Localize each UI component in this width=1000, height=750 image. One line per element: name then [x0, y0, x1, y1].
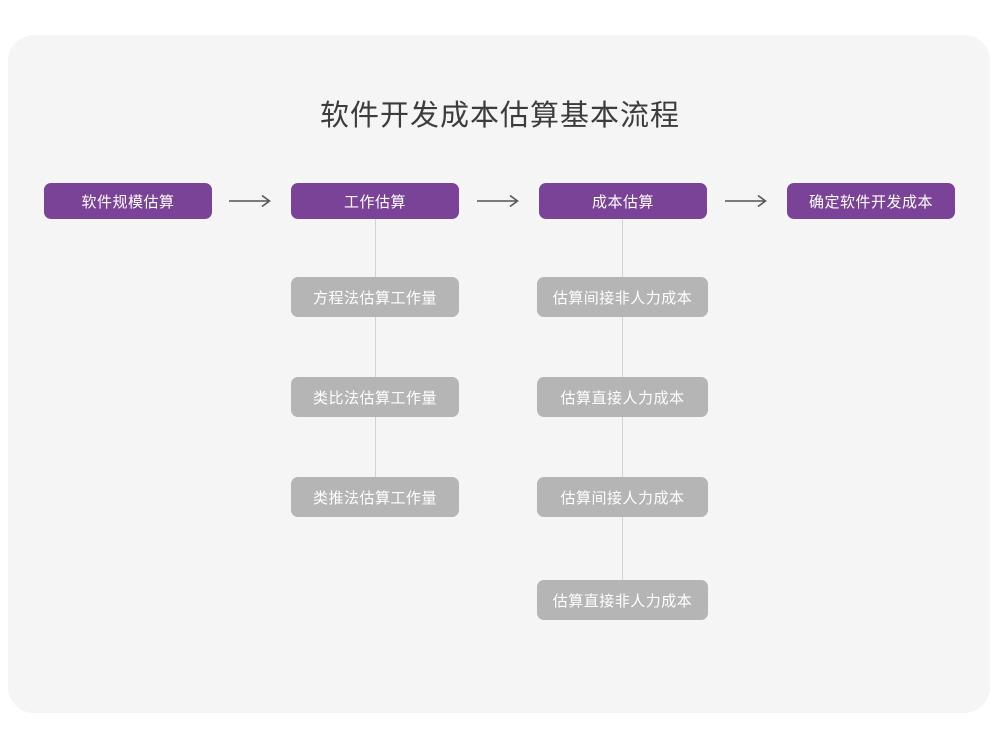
- flow-node-work-estimation[interactable]: 工作估算: [291, 183, 459, 219]
- branch-node-label: 估算间接人力成本: [560, 489, 685, 507]
- branch-node-label: 类比法估算工作量: [312, 389, 437, 407]
- arrow-right-icon: [720, 188, 775, 214]
- diagram-card: [8, 35, 990, 713]
- branch-node-analogy-method-workload[interactable]: 类比法估算工作量: [291, 377, 459, 417]
- flow-node-label: 工作估算: [343, 193, 406, 211]
- flow-node-software-scale-estimation[interactable]: 软件规模估算: [44, 183, 212, 219]
- branch-node-label: 估算间接非人力成本: [552, 289, 693, 307]
- branch-node-label: 类推法估算工作量: [312, 489, 437, 507]
- branch-node-indirect-labor-cost[interactable]: 估算间接人力成本: [537, 477, 708, 517]
- flow-node-determine-development-cost[interactable]: 确定软件开发成本: [787, 183, 955, 219]
- branch-node-label: 估算直接非人力成本: [552, 592, 693, 610]
- page-title: 软件开发成本估算基本流程: [319, 100, 680, 132]
- branch-node-indirect-nonlabor-cost[interactable]: 估算间接非人力成本: [537, 277, 708, 317]
- arrow-right-icon: [472, 188, 527, 214]
- branch-node-equation-method-workload[interactable]: 方程法估算工作量: [291, 277, 459, 317]
- branch-node-inference-method-workload[interactable]: 类推法估算工作量: [291, 477, 459, 517]
- flow-node-label: 软件规模估算: [81, 193, 175, 211]
- flow-node-label: 成本估算: [591, 193, 654, 211]
- branch-node-direct-labor-cost[interactable]: 估算直接人力成本: [537, 377, 708, 417]
- connector-line-work-estimation: [375, 219, 376, 499]
- arrow-right-icon: [224, 188, 279, 214]
- branch-node-label: 估算直接人力成本: [560, 389, 685, 407]
- flow-node-label: 确定软件开发成本: [808, 193, 933, 211]
- branch-node-label: 方程法估算工作量: [312, 289, 437, 307]
- branch-node-direct-nonlabor-cost[interactable]: 估算直接非人力成本: [537, 580, 708, 620]
- flow-node-cost-estimation[interactable]: 成本估算: [539, 183, 707, 219]
